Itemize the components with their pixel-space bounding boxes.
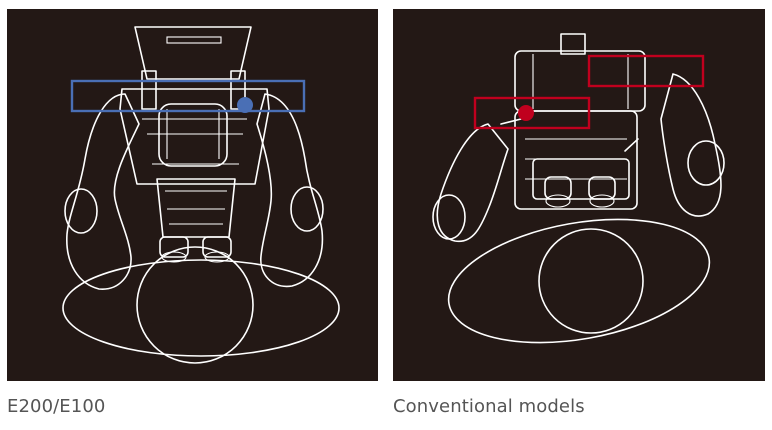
right-eyepiece-lens	[589, 194, 615, 208]
control-height-highlight-box	[70, 79, 306, 113]
right-eyepiece-lens	[204, 251, 230, 263]
left-eyepiece-lens	[161, 251, 187, 263]
operator-head-outline	[538, 228, 644, 334]
left-eyepiece	[159, 236, 189, 258]
left-hand-outline	[432, 194, 466, 240]
left-eyepiece	[544, 176, 572, 200]
conventional-models-caption: Conventional models	[393, 396, 585, 417]
right-arm-outline	[660, 73, 722, 217]
left-focus-knob	[141, 70, 157, 110]
operator-head-outline	[136, 246, 254, 364]
control-position-marker	[237, 97, 253, 113]
microscope-topview-icon	[432, 33, 725, 344]
microscope-body-lower	[514, 110, 638, 210]
microscope-body-upper	[514, 50, 646, 112]
upper-control-highlight-box	[587, 54, 705, 88]
conventional-models-illustration-panel	[393, 9, 765, 381]
microscope-label-plate	[166, 36, 222, 44]
left-hand-outline	[64, 188, 98, 234]
right-eyepiece	[588, 176, 616, 200]
operator-body-outline	[447, 218, 711, 344]
microscope-topview-icon	[62, 26, 340, 364]
left-eyepiece-lens	[545, 194, 571, 208]
microscope-arm-top	[134, 26, 252, 80]
microscope-head-detail	[166, 109, 220, 159]
lower-control-highlight-box	[473, 96, 591, 130]
microscope-head	[532, 158, 630, 200]
eyepiece-tube-detail	[165, 190, 227, 225]
e200-e100-caption: E200/E100	[7, 396, 106, 417]
e200-e100-illustration-panel	[7, 9, 378, 381]
microscope-stage	[119, 88, 270, 185]
microscope-stage-detail	[142, 118, 247, 165]
microscope-arm-top	[560, 33, 586, 55]
control-position-marker	[518, 105, 534, 121]
left-arm-outline	[436, 123, 509, 243]
operator-body-outline	[62, 259, 340, 357]
right-hand-outline	[290, 186, 324, 232]
right-focus-knob	[230, 70, 246, 110]
microscope-body-detail	[532, 54, 629, 109]
microscope-side-knobs	[500, 118, 639, 152]
microscope-head	[158, 103, 228, 167]
right-arm-outline	[256, 93, 324, 288]
right-hand-outline	[687, 140, 725, 186]
eyepiece-tube	[156, 178, 236, 238]
left-arm-outline	[66, 93, 140, 290]
right-eyepiece	[202, 236, 232, 258]
